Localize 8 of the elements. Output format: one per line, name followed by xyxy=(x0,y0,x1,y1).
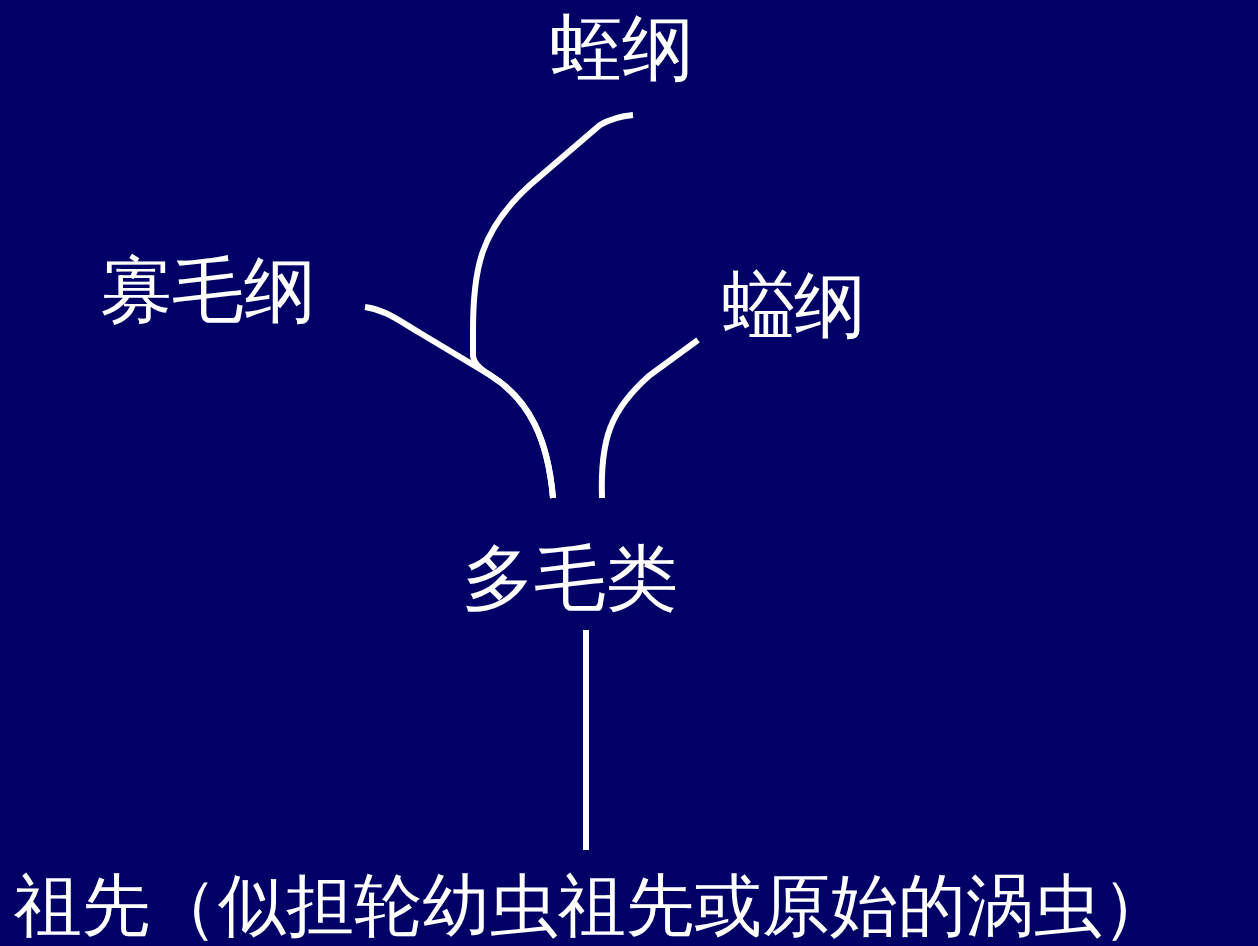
branch-line xyxy=(583,630,589,850)
taxon-label: 蛭纲 xyxy=(550,12,694,84)
branch-line xyxy=(470,112,634,499)
branch-line xyxy=(598,337,700,499)
taxon-label: 多毛类 xyxy=(462,542,678,614)
taxon-label: 寡毛纲 xyxy=(100,254,316,326)
taxon-label: 祖先（似担轮幼虫祖先或原始的涡虫） xyxy=(14,872,1170,940)
taxon-label: 螠纲 xyxy=(722,269,866,341)
